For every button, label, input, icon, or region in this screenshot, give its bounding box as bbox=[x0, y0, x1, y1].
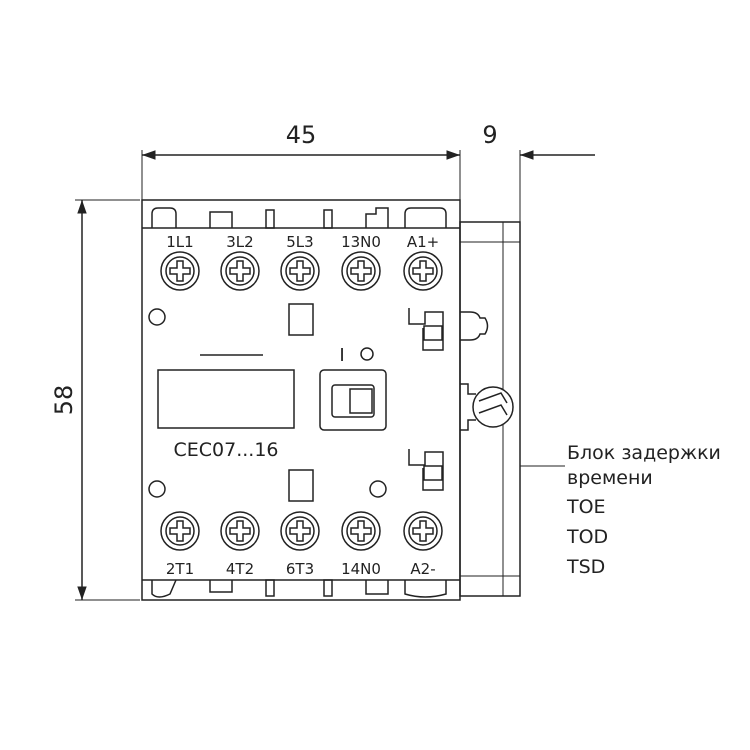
terminal-label-bottom: 2T1 bbox=[166, 560, 194, 578]
callout-option: TSD bbox=[566, 556, 605, 578]
bottom-terminal-tabs bbox=[151, 579, 447, 598]
terminal-label-bottom: 14N0 bbox=[341, 560, 381, 578]
terminal-label-top: 5L3 bbox=[286, 233, 313, 251]
height-dimension: 58 bbox=[50, 199, 140, 601]
terminal-label-top: 3L2 bbox=[226, 233, 253, 251]
screw-icon bbox=[160, 251, 200, 291]
top-terminal-screws bbox=[160, 251, 443, 291]
terminal-label-top: 13N0 bbox=[341, 233, 381, 251]
terminal-label-top: A1+ bbox=[407, 233, 439, 251]
test-button[interactable] bbox=[319, 369, 387, 431]
top-terminal-tabs bbox=[151, 207, 447, 229]
bottom-terminal-screws bbox=[160, 511, 443, 551]
module-width-label: 9 bbox=[482, 121, 497, 149]
auxiliary-latches bbox=[408, 308, 444, 491]
terminal-label-top: 1L1 bbox=[166, 233, 193, 251]
mounting-holes bbox=[148, 308, 387, 498]
indicator-window-top bbox=[288, 303, 314, 336]
callout-text: Блок задержки времени TOE TOD TSD bbox=[566, 442, 721, 578]
callout-option: TOD bbox=[566, 526, 608, 548]
terminal-label-bottom: 4T2 bbox=[226, 560, 254, 578]
top-terminal-labels: 1L1 3L2 5L3 13N0 A1+ bbox=[166, 233, 439, 251]
time-delay-module bbox=[459, 221, 521, 597]
module-width-dimension: 9 bbox=[482, 121, 595, 222]
callout-option: TOE bbox=[566, 496, 606, 518]
screw-icon bbox=[160, 511, 200, 551]
callout-title-line2: времени bbox=[567, 467, 653, 489]
on-symbol: I bbox=[339, 345, 344, 366]
bottom-terminal-labels: 2T1 4T2 6T3 14N0 A2- bbox=[166, 560, 436, 578]
model-label: CEC07...16 bbox=[173, 439, 278, 461]
screw-icon bbox=[341, 511, 381, 551]
screw-icon bbox=[220, 251, 260, 291]
terminal-label-bottom: 6T3 bbox=[286, 560, 314, 578]
label-plate bbox=[157, 369, 295, 429]
screw-icon bbox=[220, 511, 260, 551]
dial-icon bbox=[472, 386, 514, 428]
screw-icon bbox=[341, 251, 381, 291]
off-symbol bbox=[360, 347, 374, 361]
screw-icon bbox=[280, 511, 320, 551]
height-label: 58 bbox=[50, 385, 78, 416]
indicator-window-bottom bbox=[288, 469, 314, 502]
width-dimension: 45 bbox=[141, 121, 461, 210]
width-label: 45 bbox=[286, 121, 317, 149]
screw-icon bbox=[280, 251, 320, 291]
terminal-label-bottom: A2- bbox=[410, 560, 435, 578]
callout-title-line1: Блок задержки bbox=[567, 442, 721, 464]
screw-icon bbox=[403, 511, 443, 551]
screw-icon bbox=[403, 251, 443, 291]
